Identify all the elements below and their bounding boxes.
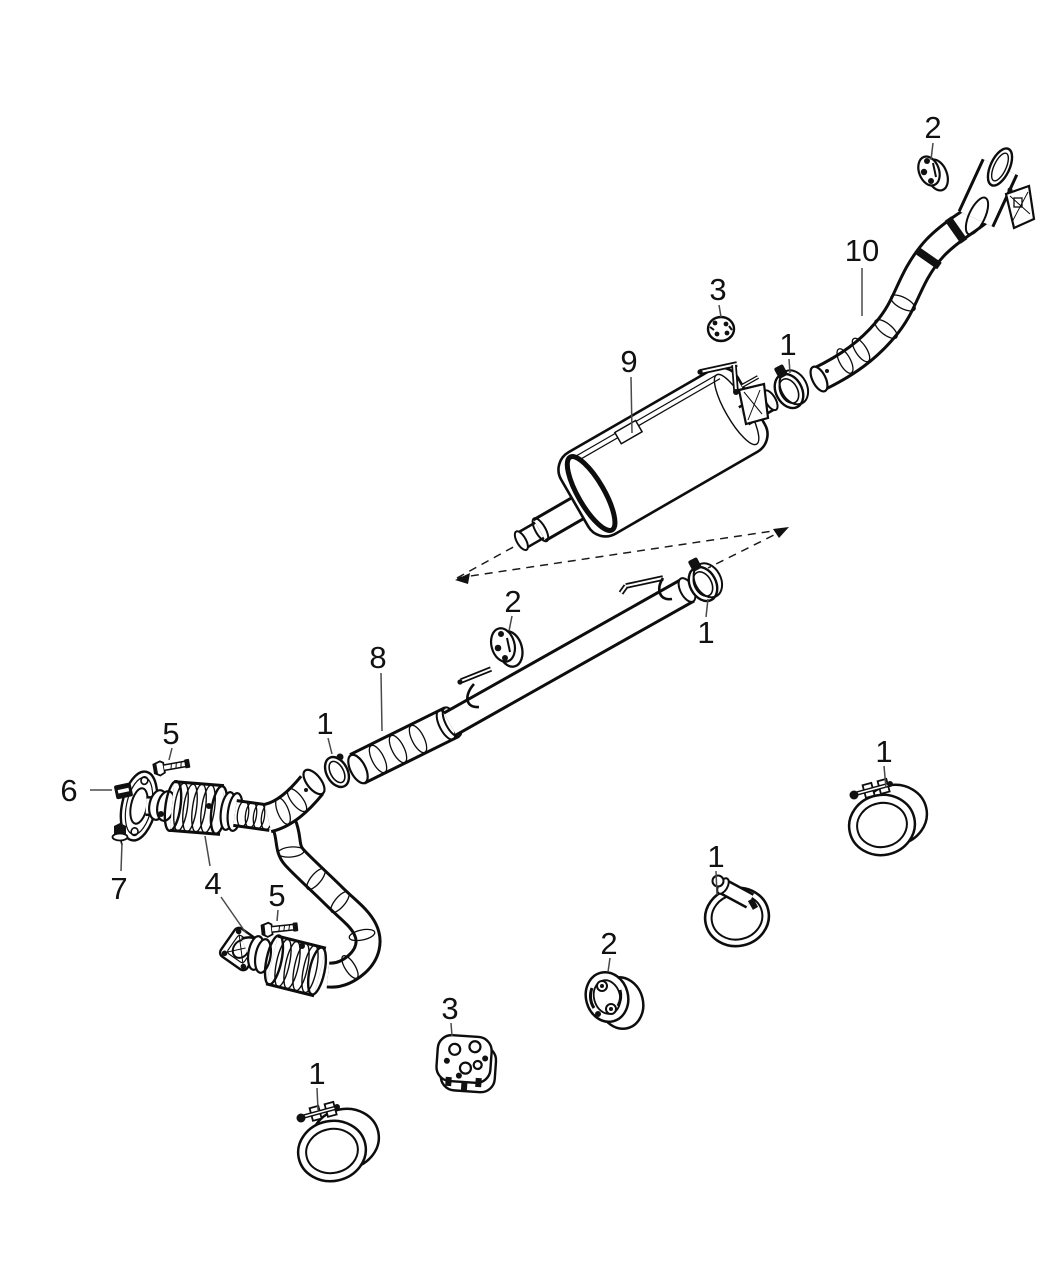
callout-label-2: 2 [600,926,617,961]
callout-leader-line [930,142,934,161]
callout-label-6: 6 [60,773,77,808]
catalytic-converter-y-pipe [119,768,382,998]
bolt-lower [260,921,299,938]
callout-leader-line [788,358,791,374]
callout-label-1: 1 [875,734,892,769]
callout-leader-line [607,957,611,973]
muffler-bracket [737,375,770,426]
upper-catalytic-converter [158,780,229,836]
callout-leader-line [276,909,279,922]
callout-leader-line [204,835,211,867]
callout-label-3: 3 [441,991,458,1026]
insulator-2-tailpipe [917,155,949,192]
callout-label-10: 10 [845,233,879,268]
insulator-2-pipe [489,627,524,668]
insulator-2-bottom [584,970,645,1031]
callout-label-1: 1 [316,706,333,741]
tailpipe-tip [957,147,1019,236]
band-clamp-muffler-outlet [773,364,810,410]
callout-label-2: 2 [504,584,521,619]
clip-nut [114,782,133,800]
callout-leader-line [450,1022,453,1037]
insulator-3-muffler [706,315,736,343]
tailpipe [809,147,1036,393]
callout-leader-line [120,842,123,872]
ring-hanger [703,874,771,948]
band-clamp-bottom [296,1100,381,1183]
callout-label-5: 5 [268,878,285,913]
callout-label-1: 1 [308,1056,325,1091]
lower-catalytic-converter [263,934,328,998]
callout-leader-line [630,376,633,434]
callout-label-3: 3 [709,272,726,307]
callout-leader-line [508,615,513,632]
callout-label-4: 4 [204,866,221,901]
pipe-ring-clamp [323,753,351,789]
callouts: 2 10 3 1 9 1 2 8 1 5 6 7 4 5 2 1 1 1 3 [60,110,942,1111]
callout-leader-line [168,747,173,761]
callout-label-2: 2 [924,110,941,145]
callout-leader-line [715,870,718,896]
callout-leader-line [220,896,247,934]
muffler-hanger-rod [697,361,739,395]
muffler [513,361,779,552]
callout-label-9: 9 [620,344,637,379]
band-clamp-pipe-rear [687,557,724,603]
callout-label-5: 5 [162,716,179,751]
callout-leader-line [316,1087,319,1111]
intermediate-pipe [347,575,697,785]
pipe-hanger-rod-rear [618,575,673,601]
bolt-upper [152,758,191,777]
callout-leader-line [327,737,333,755]
callout-leader-line [380,672,383,732]
band-clamp-right [847,777,929,857]
tailpipe-bracket [1004,184,1036,230]
callout-label-1: 1 [779,327,796,362]
callout-leader-line [718,304,722,318]
callout-label-7: 7 [110,871,127,906]
callout-leader-line [883,765,887,789]
callout-leader-line [705,598,709,618]
callout-label-8: 8 [369,640,386,675]
callout-label-1: 1 [697,615,714,650]
pipe-hanger-rod-mid [457,666,493,709]
flange-nut [111,823,129,846]
insulator-3-bottom [435,1033,498,1094]
callout-label-1: 1 [707,839,724,874]
